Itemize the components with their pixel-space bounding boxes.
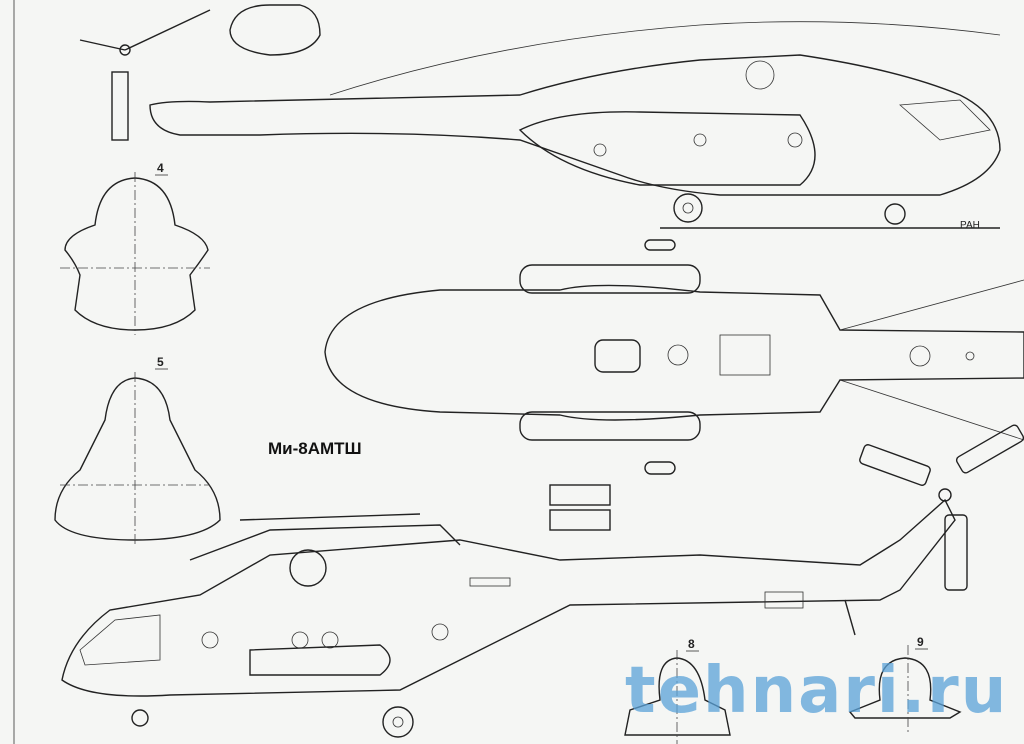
section-label-8: 8 [688, 637, 695, 651]
cross-section-9: 9 [848, 635, 962, 735]
watermark-text: tehnari.ru [625, 654, 1008, 728]
cross-section-5: 5 [54, 355, 221, 545]
signature-text: РАН [960, 220, 980, 231]
cross-section-8: 8 [624, 637, 731, 744]
section-label-9: 9 [917, 635, 924, 649]
model-title: Ми-8АМТШ [268, 439, 362, 458]
section-label-5: 5 [157, 355, 164, 369]
side-view-top: РАН [79, 4, 1001, 231]
cross-section-4: 4 [60, 161, 210, 335]
plan-view [324, 239, 1024, 531]
side-view-bottom [61, 424, 1024, 738]
section-label-4: 4 [157, 161, 164, 175]
